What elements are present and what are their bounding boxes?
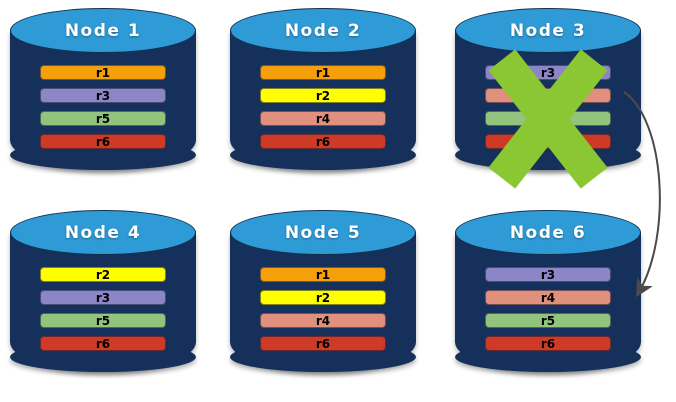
replica-label: r5 bbox=[540, 111, 556, 126]
replica-label: r4 bbox=[540, 290, 556, 305]
replica-label: r5 bbox=[540, 313, 556, 328]
replica-bar[interactable]: r6 bbox=[40, 134, 166, 149]
replica-label: r6 bbox=[95, 336, 111, 351]
replica-bar[interactable]: r1 bbox=[40, 65, 166, 80]
replica-bar[interactable]: r3 bbox=[40, 88, 166, 103]
replica-bar[interactable]: r5 bbox=[40, 313, 166, 328]
replica-label: r2 bbox=[95, 267, 111, 282]
replica-bar[interactable]: r6 bbox=[40, 336, 166, 351]
replica-label: r2 bbox=[315, 290, 331, 305]
node-title: Node 5 bbox=[284, 222, 362, 243]
replica-label: r3 bbox=[95, 88, 111, 103]
node-cylinder-1[interactable]: Node 1 r1 r3 r5 r6 bbox=[10, 8, 196, 183]
replica-list: r2 r3 r5 r6 bbox=[40, 267, 166, 351]
replica-bar[interactable]: r5 bbox=[40, 111, 166, 126]
replica-bar[interactable]: r6 bbox=[260, 134, 386, 149]
cylinder-top-disc: Node 1 bbox=[10, 8, 196, 53]
node-title: Node 2 bbox=[284, 20, 362, 41]
node-cylinder-2[interactable]: Node 2 r1 r2 r4 r6 bbox=[230, 8, 416, 183]
replica-list: r3 r4 r5 r6 bbox=[485, 267, 611, 351]
cylinder-top-disc: Node 5 bbox=[230, 210, 416, 255]
replica-label: r4 bbox=[315, 111, 331, 126]
replica-label: r6 bbox=[315, 336, 331, 351]
cylinder-top-disc: Node 4 bbox=[10, 210, 196, 255]
cylinder-top-disc: Node 2 bbox=[230, 8, 416, 53]
replica-bar[interactable]: r3 bbox=[485, 267, 611, 282]
node-title: Node 4 bbox=[64, 222, 142, 243]
cylinder-top-disc: Node 6 bbox=[455, 210, 641, 255]
replica-list: r1 r2 r4 r6 bbox=[260, 267, 386, 351]
replica-bar[interactable]: r3 bbox=[485, 65, 611, 80]
replica-bar[interactable]: r4 bbox=[485, 88, 611, 103]
replica-label: r1 bbox=[315, 65, 331, 80]
replica-bar[interactable]: r5 bbox=[485, 313, 611, 328]
node-cylinder-4[interactable]: Node 4 r2 r3 r5 r6 bbox=[10, 210, 196, 385]
replica-bar[interactable]: r4 bbox=[260, 313, 386, 328]
replica-bar[interactable]: r2 bbox=[260, 88, 386, 103]
replica-label: r3 bbox=[540, 267, 556, 282]
replica-list: r1 r3 r5 r6 bbox=[40, 65, 166, 149]
replica-bar[interactable]: r1 bbox=[260, 267, 386, 282]
replica-label: r3 bbox=[95, 290, 111, 305]
node-title: Node 1 bbox=[64, 20, 142, 41]
replica-label: r4 bbox=[315, 313, 331, 328]
node-title: Node 3 bbox=[509, 20, 587, 41]
replica-bar[interactable]: r1 bbox=[260, 65, 386, 80]
replica-label: r2 bbox=[315, 88, 331, 103]
replica-label: r1 bbox=[95, 65, 111, 80]
node-cylinder-5[interactable]: Node 5 r1 r2 r4 r6 bbox=[230, 210, 416, 385]
replica-bar[interactable]: r2 bbox=[40, 267, 166, 282]
replica-bar[interactable]: r6 bbox=[485, 336, 611, 351]
replica-label: r3 bbox=[540, 65, 556, 80]
replica-bar[interactable]: r3 bbox=[40, 290, 166, 305]
replica-label: r6 bbox=[95, 134, 111, 149]
replica-bar[interactable]: r5 bbox=[485, 111, 611, 126]
replica-bar[interactable]: r6 bbox=[260, 336, 386, 351]
node-cylinder-3[interactable]: Node 3 r3 r4 r5 r6 bbox=[455, 8, 641, 189]
replica-label: r6 bbox=[540, 134, 556, 149]
replica-bar[interactable]: r4 bbox=[260, 111, 386, 126]
replica-list: r3 r4 r5 r6 bbox=[485, 65, 611, 149]
cylinder-top-disc: Node 3 bbox=[455, 8, 641, 53]
replica-bar[interactable]: r6 bbox=[485, 134, 611, 149]
replica-label: r5 bbox=[95, 111, 111, 126]
replica-label: r5 bbox=[95, 313, 111, 328]
replica-label: r1 bbox=[315, 267, 331, 282]
replica-label: r6 bbox=[315, 134, 331, 149]
replica-bar[interactable]: r4 bbox=[485, 290, 611, 305]
node-title: Node 6 bbox=[509, 222, 587, 243]
node-cylinder-6[interactable]: Node 6 r3 r4 r5 r6 bbox=[455, 210, 641, 385]
replica-label: r6 bbox=[540, 336, 556, 351]
replica-bar[interactable]: r2 bbox=[260, 290, 386, 305]
replica-label: r4 bbox=[540, 88, 556, 103]
replica-list: r1 r2 r4 r6 bbox=[260, 65, 386, 149]
